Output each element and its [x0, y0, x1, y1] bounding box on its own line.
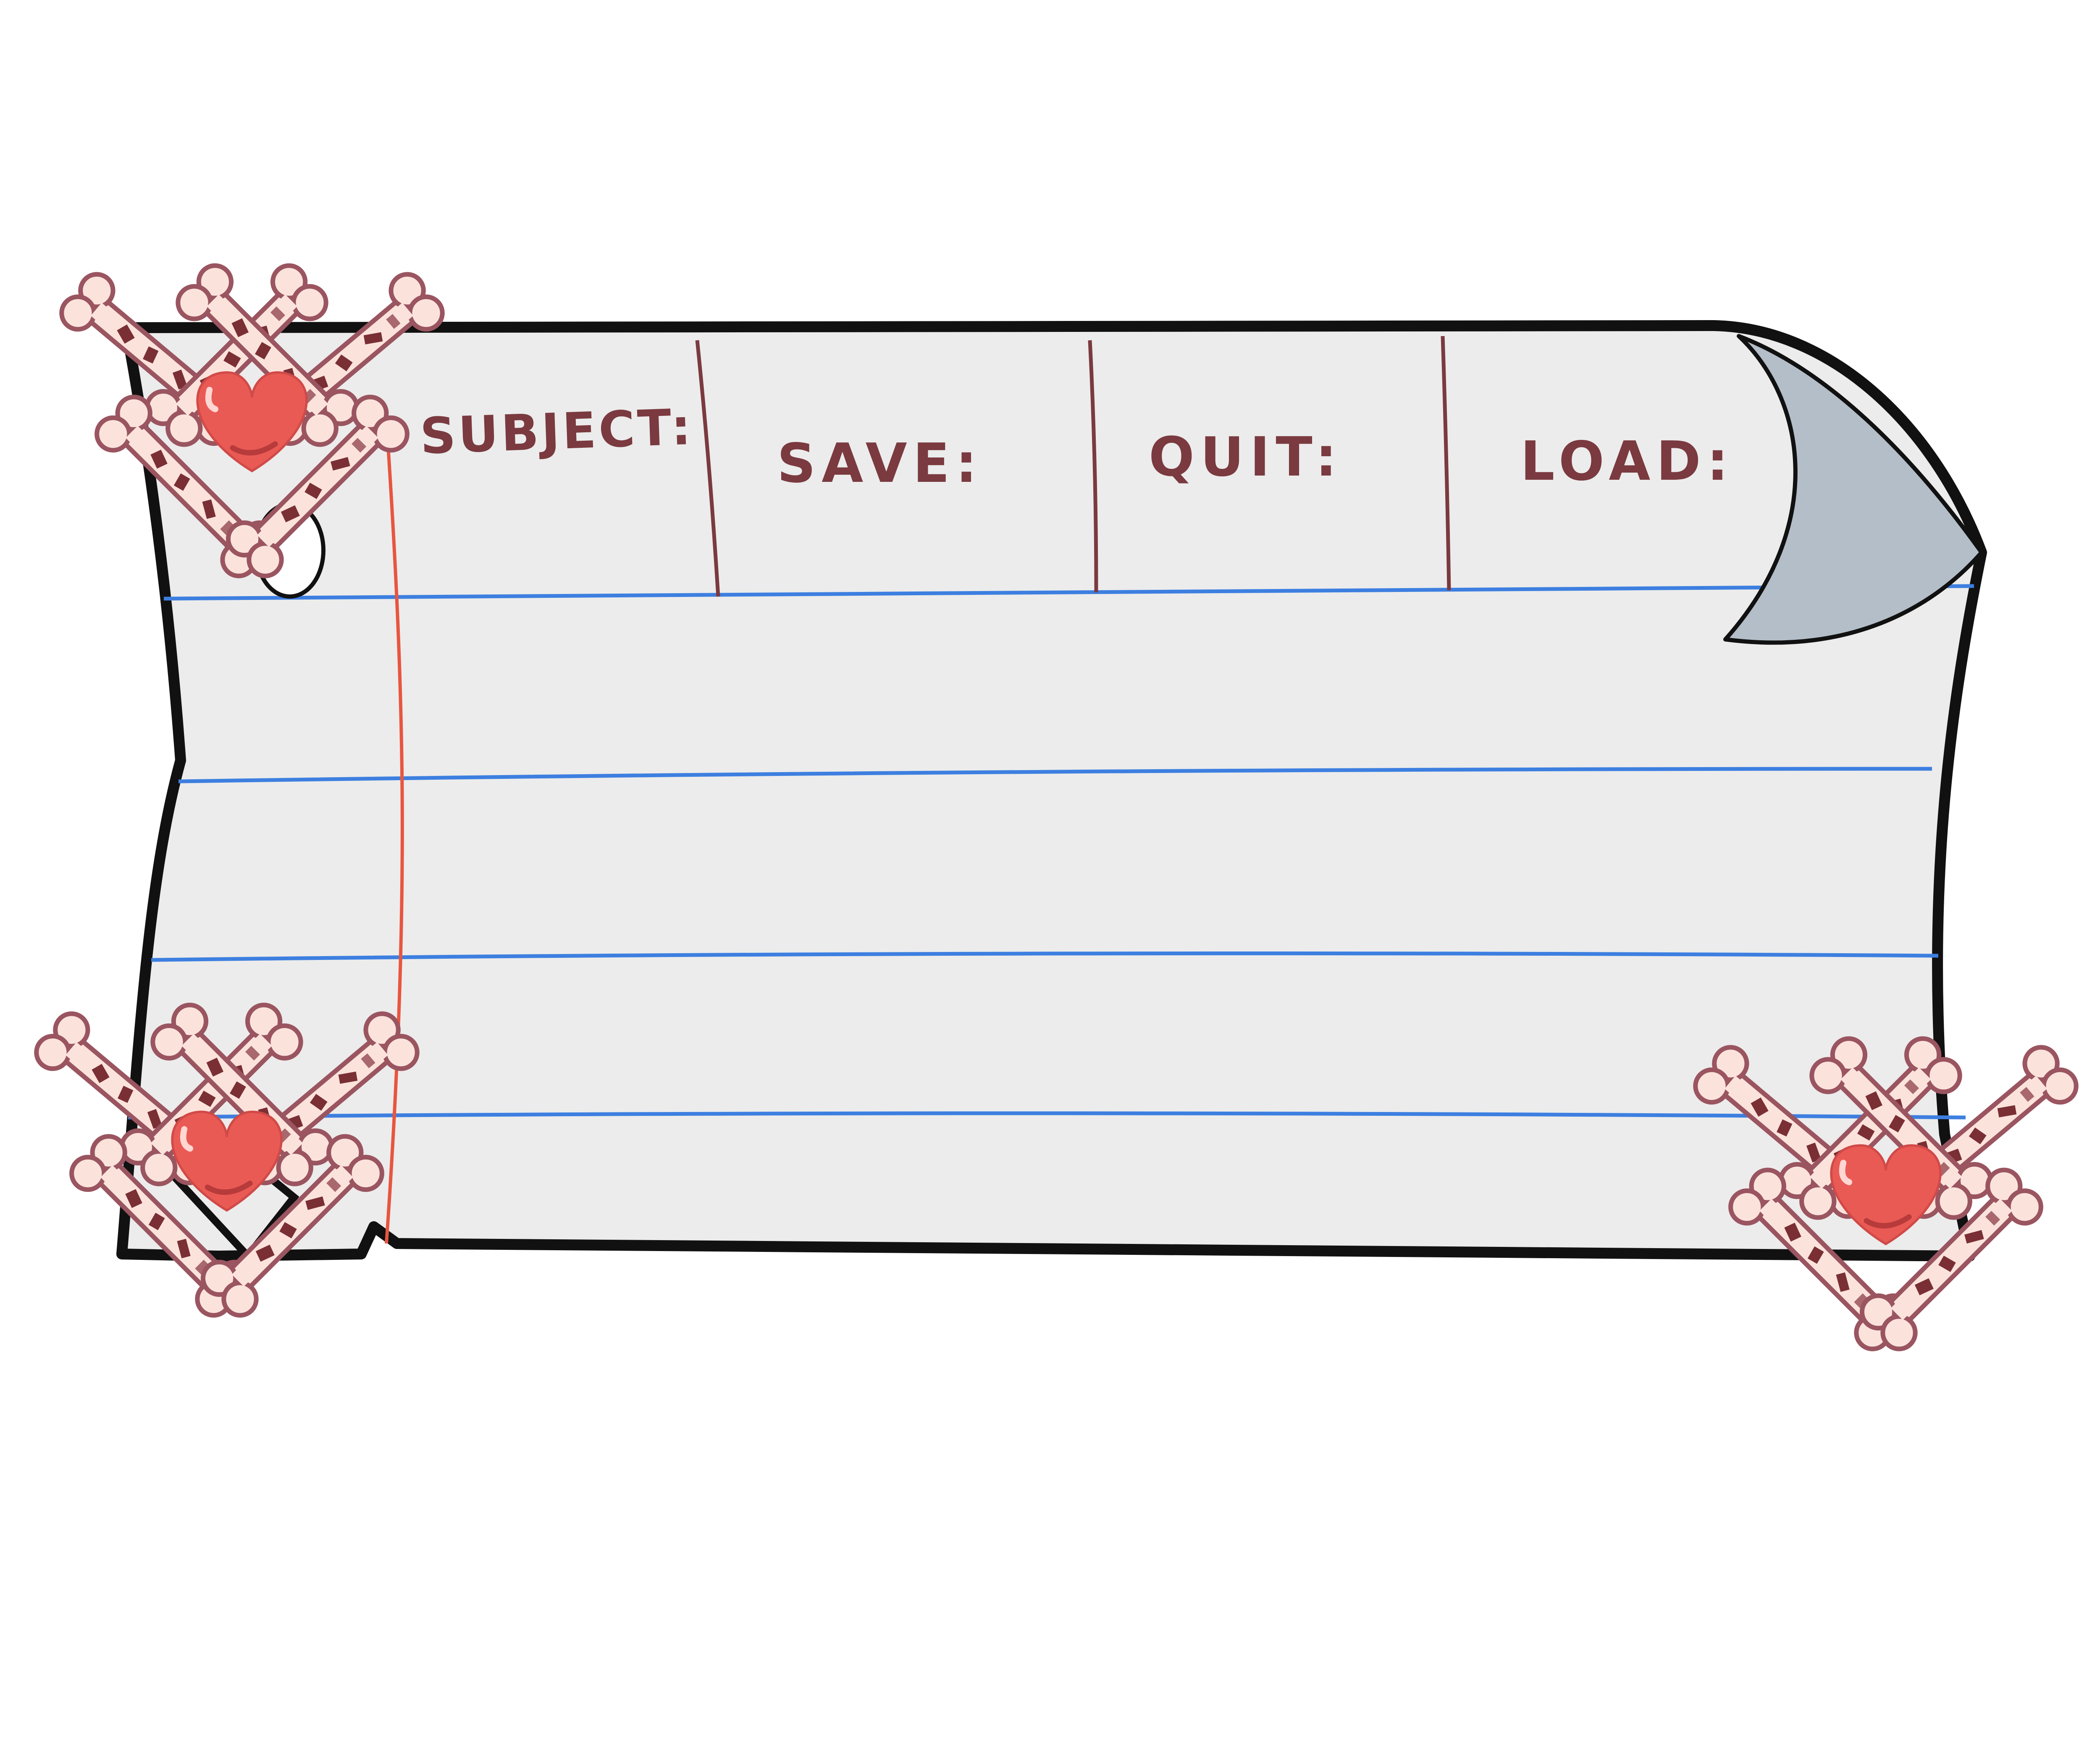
rule-line — [163, 584, 1974, 601]
torn-corner-shadow — [145, 1134, 218, 1159]
bone-heart-icon — [1689, 1032, 2083, 1356]
rule-line — [151, 951, 1939, 962]
header-divider — [1088, 340, 1098, 593]
header-divider — [695, 340, 720, 597]
rule-line — [128, 1111, 1966, 1120]
quit-button[interactable]: QUIT: — [1149, 426, 1343, 489]
binder-hole-icon — [254, 502, 326, 599]
subject-label: SUBJECT: — [419, 397, 695, 465]
rule-line — [178, 767, 1932, 783]
margin-line — [385, 420, 404, 1244]
load-button[interactable]: LOAD: — [1520, 430, 1734, 493]
page-curl-icon — [1723, 334, 1984, 645]
bone-heart-icon — [30, 998, 424, 1322]
bone-heart-icon — [55, 259, 449, 583]
save-button[interactable]: SAVE: — [777, 432, 983, 495]
torn-corner — [134, 1139, 299, 1262]
header-divider — [1441, 336, 1451, 591]
